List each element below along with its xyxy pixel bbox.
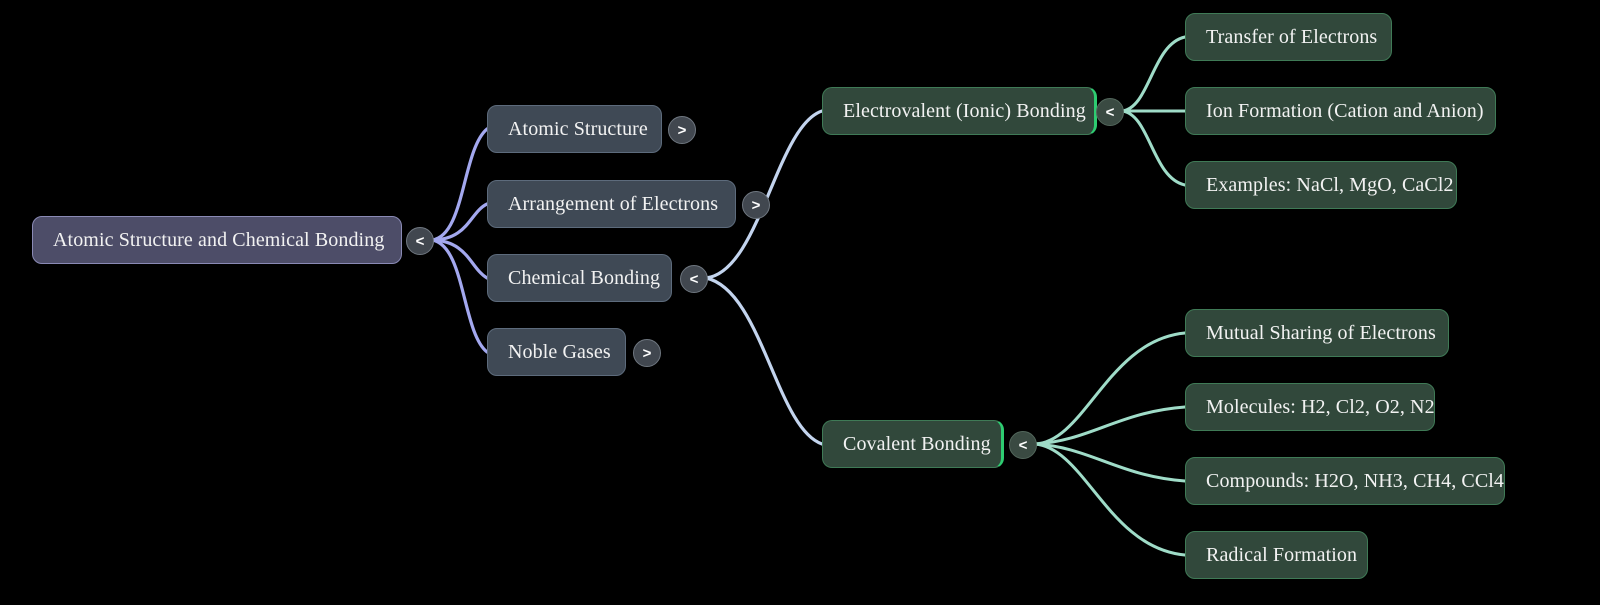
node-chemical-bonding-label: Chemical Bonding bbox=[508, 267, 661, 289]
node-chemical-bonding[interactable]: Chemical Bonding bbox=[487, 254, 672, 302]
edge-bonding-covalent bbox=[704, 276, 824, 446]
toggle-arrangement-of-electrons[interactable]: > bbox=[742, 191, 770, 219]
edge-covalent-molecules bbox=[1033, 405, 1187, 446]
toggle-atomic-structure-chevron: > bbox=[677, 121, 687, 139]
node-atomic-structure-label: Atomic Structure bbox=[508, 118, 648, 140]
leaf-mutual-sharing[interactable]: Mutual Sharing of Electrons bbox=[1185, 309, 1449, 357]
node-arrangement-of-electrons-label: Arrangement of Electrons bbox=[508, 193, 719, 215]
toggle-noble-gases-chevron: > bbox=[642, 344, 652, 362]
edge-covalent-compounds bbox=[1033, 442, 1187, 483]
leaf-transfer-of-electrons-label: Transfer of Electrons bbox=[1206, 26, 1378, 48]
leaf-ion-formation-label: Ion Formation (Cation and Anion) bbox=[1206, 100, 1484, 122]
edge-ionic-examples bbox=[1120, 109, 1187, 187]
leaf-compounds[interactable]: Compounds: H2O, NH3, CH4, CCl4 bbox=[1185, 457, 1505, 505]
leaf-transfer-of-electrons[interactable]: Transfer of Electrons bbox=[1185, 13, 1392, 61]
node-atomic-structure[interactable]: Atomic Structure bbox=[487, 105, 662, 153]
toggle-electrovalent[interactable]: < bbox=[1096, 98, 1124, 126]
node-root[interactable]: Atomic Structure and Chemical Bonding bbox=[32, 216, 402, 264]
toggle-atomic-structure[interactable]: > bbox=[668, 116, 696, 144]
node-electrovalent-ionic-bonding[interactable]: Electrovalent (Ionic) Bonding bbox=[822, 87, 1097, 135]
toggle-root[interactable]: < bbox=[406, 227, 434, 255]
leaf-radical-formation-label: Radical Formation bbox=[1206, 544, 1358, 566]
leaf-ion-formation[interactable]: Ion Formation (Cation and Anion) bbox=[1185, 87, 1496, 135]
leaf-ionic-examples[interactable]: Examples: NaCl, MgO, CaCl2 bbox=[1185, 161, 1457, 209]
edge-root-arrangement bbox=[430, 202, 489, 242]
leaf-molecules[interactable]: Molecules: H2, Cl2, O2, N2 bbox=[1185, 383, 1435, 431]
leaf-radical-formation[interactable]: Radical Formation bbox=[1185, 531, 1368, 579]
toggle-noble-gases[interactable]: > bbox=[633, 339, 661, 367]
node-covalent-bonding[interactable]: Covalent Bonding bbox=[822, 420, 1004, 468]
leaf-mutual-sharing-label: Mutual Sharing of Electrons bbox=[1206, 322, 1436, 344]
edge-root-atomic-structure bbox=[430, 127, 489, 242]
node-electrovalent-label: Electrovalent (Ionic) Bonding bbox=[843, 100, 1086, 122]
toggle-electrovalent-chevron: < bbox=[1105, 103, 1115, 121]
node-root-label: Atomic Structure and Chemical Bonding bbox=[53, 229, 385, 251]
edge-root-chemical-bonding bbox=[430, 238, 489, 280]
node-covalent-label: Covalent Bonding bbox=[843, 433, 991, 455]
toggle-covalent-chevron: < bbox=[1018, 436, 1028, 454]
toggle-arrangement-chevron: > bbox=[751, 196, 761, 214]
edge-ionic-transfer bbox=[1120, 35, 1187, 113]
leaf-molecules-label: Molecules: H2, Cl2, O2, N2 bbox=[1206, 396, 1435, 418]
node-noble-gases-label: Noble Gases bbox=[508, 341, 611, 363]
edge-covalent-mutual-sharing bbox=[1033, 331, 1187, 446]
node-arrangement-of-electrons[interactable]: Arrangement of Electrons bbox=[487, 180, 736, 228]
toggle-root-chevron: < bbox=[415, 232, 425, 250]
toggle-chemical-bonding-chevron: < bbox=[689, 270, 699, 288]
edge-covalent-radical bbox=[1033, 442, 1187, 557]
leaf-ionic-examples-label: Examples: NaCl, MgO, CaCl2 bbox=[1206, 174, 1454, 196]
toggle-chemical-bonding[interactable]: < bbox=[680, 265, 708, 293]
toggle-covalent[interactable]: < bbox=[1009, 431, 1037, 459]
edge-root-noble-gases bbox=[430, 238, 489, 354]
node-noble-gases[interactable]: Noble Gases bbox=[487, 328, 626, 376]
leaf-compounds-label: Compounds: H2O, NH3, CH4, CCl4 bbox=[1206, 470, 1505, 492]
